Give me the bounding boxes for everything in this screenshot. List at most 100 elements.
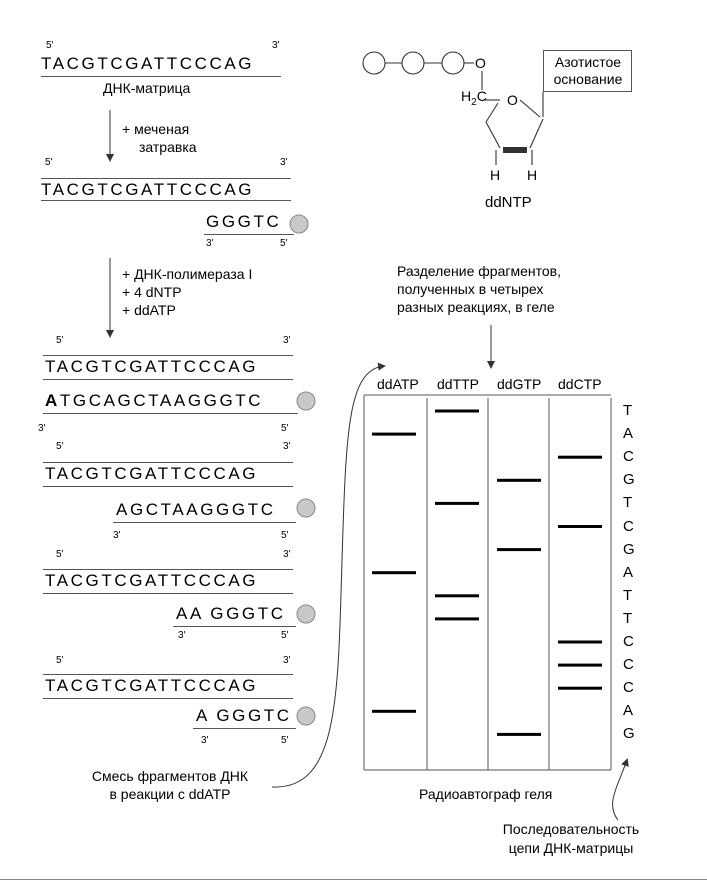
gel-band bbox=[558, 455, 602, 459]
phosphate-2 bbox=[401, 51, 425, 75]
three-prime-label: 3' bbox=[113, 530, 121, 541]
three-prime-label: 3' bbox=[280, 157, 288, 168]
fragment-sequence: AA GGGTC bbox=[176, 604, 286, 623]
gel-band bbox=[497, 478, 541, 482]
gel-band bbox=[558, 686, 602, 690]
template-sequence: TACGTCGATTCCCAG bbox=[41, 54, 255, 73]
three-prime-label: 3' bbox=[272, 40, 280, 51]
strand-line bbox=[113, 522, 296, 523]
strand-line bbox=[41, 76, 281, 77]
five-prime-label: 5' bbox=[281, 423, 289, 434]
gel-band bbox=[435, 501, 479, 505]
sequence-letter: G bbox=[623, 725, 635, 743]
sequence-letter: A bbox=[623, 702, 634, 720]
h2c-c: C bbox=[476, 88, 487, 104]
three-prime-label: 3' bbox=[206, 238, 214, 249]
label-bead bbox=[296, 391, 316, 411]
strand-line bbox=[43, 379, 293, 380]
five-prime-label: 5' bbox=[281, 630, 289, 641]
mixture-label-line2: в реакции с ddATP bbox=[109, 786, 231, 802]
step2-line3: + ddATP bbox=[122, 302, 176, 318]
h2c-label: H2C bbox=[461, 88, 487, 108]
gel-band bbox=[435, 617, 479, 621]
gel-band bbox=[435, 594, 479, 598]
strand-line bbox=[204, 234, 294, 235]
template-sequence: TACGTCGATTCCCAG bbox=[45, 571, 259, 590]
five-prime-label: 5' bbox=[45, 157, 53, 168]
label-bead bbox=[296, 706, 316, 726]
base-box-line1: Азотистое bbox=[554, 54, 622, 70]
mixture-to-gel-arrow bbox=[271, 362, 386, 788]
sequence-letter: C bbox=[623, 517, 634, 535]
mixture-label-line1: Смесь фрагментов ДНК bbox=[91, 768, 249, 784]
base-box bbox=[543, 50, 632, 92]
sequence-letter: C bbox=[623, 633, 634, 650]
template-sequence: TACGTCGATTCCCAG bbox=[41, 180, 255, 199]
base-box-line2: основание bbox=[553, 71, 623, 87]
three-prime-label: 3' bbox=[38, 423, 46, 434]
separation-label-line3: разных реакциях, в геле bbox=[397, 299, 555, 315]
gel-band bbox=[558, 525, 602, 528]
five-prime-label: 5' bbox=[46, 40, 54, 51]
sequence-letter: C bbox=[623, 448, 634, 466]
sequence-letter: C bbox=[623, 656, 634, 674]
strand-line bbox=[43, 698, 293, 699]
fragment-terminal-base: A bbox=[45, 391, 60, 410]
five-prime-label: 5' bbox=[56, 441, 64, 452]
gel-band bbox=[497, 732, 541, 736]
sequence-letter: T bbox=[623, 609, 633, 627]
phosphate-3 bbox=[441, 51, 465, 75]
strand-line bbox=[193, 728, 296, 729]
strand-line bbox=[43, 355, 293, 356]
strand-line bbox=[43, 674, 293, 675]
ddntp-molecule bbox=[362, 51, 544, 165]
strand-line bbox=[41, 200, 291, 201]
sequence-letter: T bbox=[623, 402, 633, 419]
separation-label-line2: полученных в четырех bbox=[397, 281, 544, 297]
sequence-arrow bbox=[612, 758, 629, 821]
labels-beads bbox=[289, 214, 316, 726]
lane-label-ddgtp: ddGTP bbox=[497, 376, 542, 392]
step2-line2: + 4 dNTP bbox=[122, 284, 182, 300]
five-prime-label: 5' bbox=[280, 238, 288, 249]
primer-sequence: GGGTC bbox=[206, 212, 282, 231]
five-prime-label: 5' bbox=[56, 335, 64, 346]
strand-line bbox=[43, 569, 293, 570]
sequence-letter: G bbox=[623, 471, 635, 489]
strand-line bbox=[41, 178, 291, 179]
five-prime-label: 5' bbox=[56, 655, 64, 666]
template-label: ДНК-матрица bbox=[103, 80, 191, 96]
lane-label-ddatp: ddATP bbox=[377, 376, 419, 392]
gel-bands bbox=[372, 409, 602, 736]
three-prime-label: 3' bbox=[283, 335, 291, 346]
separation-label-line1: Разделение фрагментов, bbox=[397, 263, 561, 279]
template-sequence: TACGTCGATTCCCAG bbox=[45, 676, 259, 695]
five-prime-label: 5' bbox=[281, 530, 289, 541]
sequence-letter: C bbox=[623, 679, 634, 697]
fragment-body: TGCAGCTAAGGGTC bbox=[59, 391, 264, 410]
label-bead bbox=[289, 214, 309, 234]
sequence-letter: A bbox=[623, 563, 634, 581]
gel-band bbox=[372, 432, 416, 436]
strand-line bbox=[173, 626, 296, 627]
step1-line2: затравка bbox=[139, 139, 197, 155]
template-sequence: TACGTCGATTCCCAG bbox=[45, 357, 259, 376]
three-prime-label: 3' bbox=[283, 549, 291, 560]
step2-line1: + ДНК-полимераза I bbox=[122, 266, 253, 282]
five-prime-label: 5' bbox=[56, 549, 64, 560]
gel-frame bbox=[363, 394, 612, 771]
bottom-divider bbox=[0, 879, 707, 880]
h2c-subscript: 2 bbox=[471, 96, 477, 108]
gel-band bbox=[558, 640, 602, 644]
strand-line bbox=[43, 462, 293, 463]
fragment-sequence: ATGCAGCTAAGGGTC bbox=[45, 391, 263, 411]
three-prime-label: 3' bbox=[201, 735, 209, 746]
sequence-letter: T bbox=[623, 586, 633, 604]
strand-line bbox=[43, 593, 293, 594]
sequence-label-line1: Последовательность bbox=[502, 821, 640, 837]
five-prime-label: 5' bbox=[281, 735, 289, 746]
strand-line bbox=[43, 413, 298, 414]
sequence-letter: G bbox=[623, 540, 635, 558]
step1-line1: + меченая bbox=[122, 121, 190, 137]
